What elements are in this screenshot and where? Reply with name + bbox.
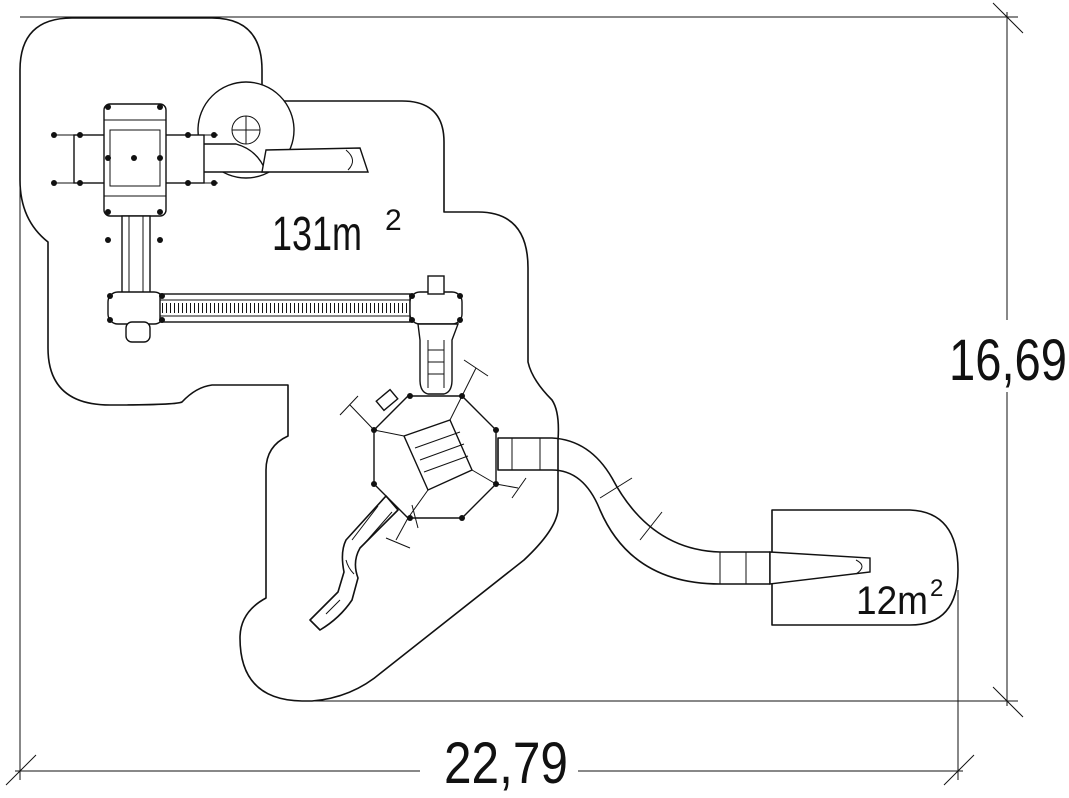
- tower-hub: [371, 388, 499, 521]
- slide-tube-southwest: [309, 495, 399, 631]
- dimension-width: [5, 176, 975, 786]
- area-label-main-exponent: 2: [385, 204, 402, 237]
- area-label-small: 12m: [856, 579, 928, 623]
- tower-northwest: [51, 81, 369, 297]
- safety-zone-main: [19, 17, 560, 702]
- spinner-handles: [339, 359, 527, 549]
- dimension-height: [20, 2, 1024, 718]
- height-dimension-label: 16,69: [949, 328, 1067, 393]
- area-label-small-exponent: 2: [930, 575, 943, 602]
- connector-vertical: [417, 323, 460, 395]
- bridge-horizontal: [107, 275, 463, 343]
- slide-wave-southeast: [497, 437, 871, 585]
- width-dimension-label: 22,79: [444, 731, 568, 796]
- safety-zone-slide-exit: [771, 509, 959, 626]
- area-label-main: 131m: [272, 208, 362, 261]
